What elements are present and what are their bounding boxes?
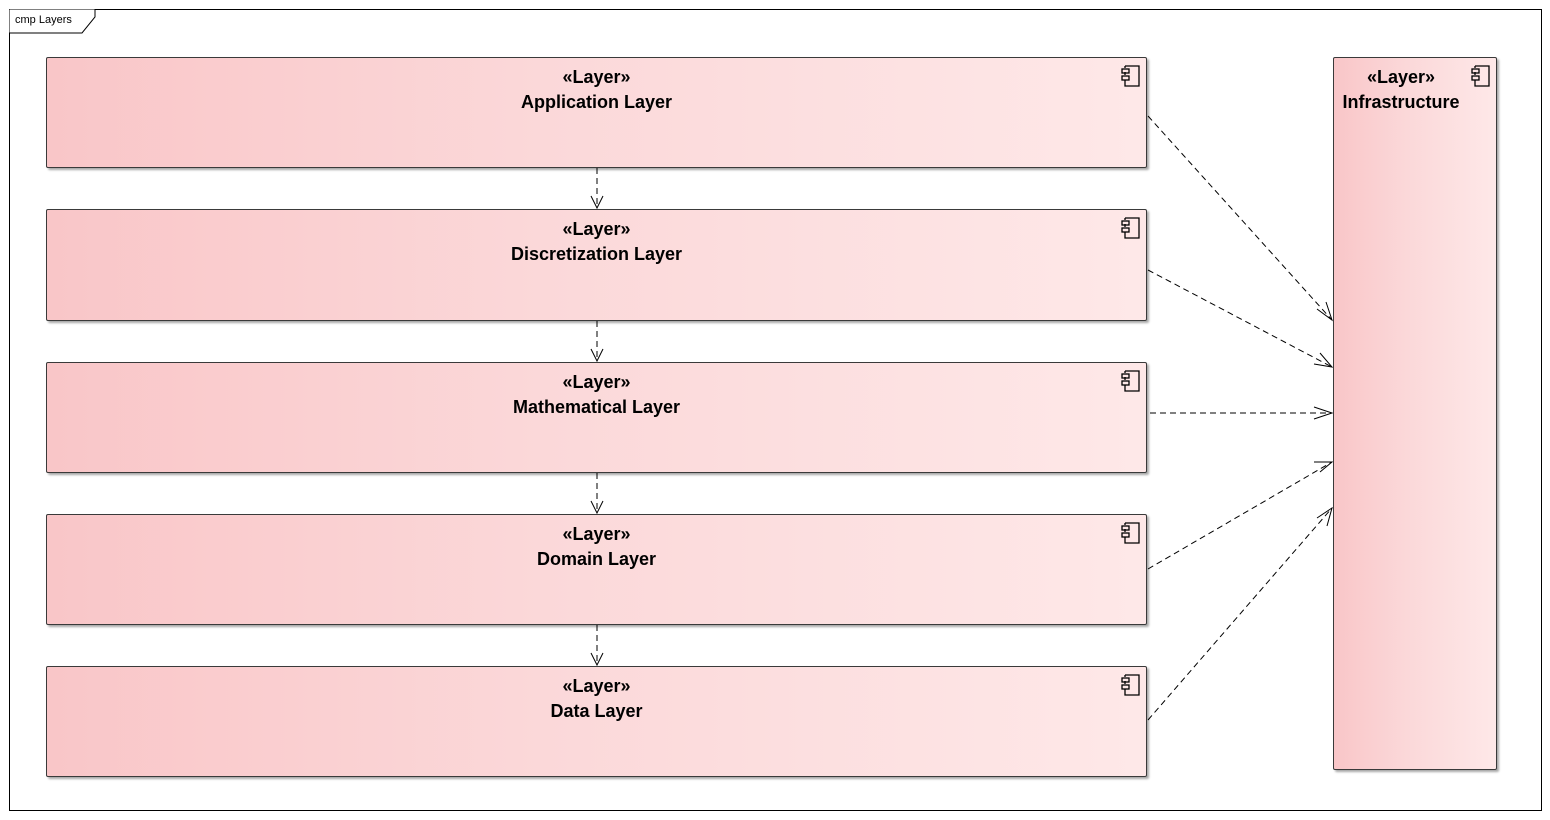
component-name: Infrastructure: [1342, 92, 1460, 112]
component-stereotype: «Layer»: [562, 524, 631, 544]
arrowhead: [1316, 506, 1333, 527]
component-stereotype: «Layer»: [1366, 67, 1436, 87]
arrowhead: [1313, 352, 1334, 368]
component-icon: [1121, 674, 1140, 696]
dependency-domain-infrastructure: [1147, 461, 1333, 570]
frame-label: cmp Layers: [15, 14, 72, 26]
arrowhead: [1314, 461, 1334, 473]
frame-tab: [9, 9, 96, 34]
component-stereotype: «Layer»: [562, 67, 631, 87]
arrowhead: [1313, 406, 1334, 420]
arrowhead: [590, 500, 604, 515]
arrowhead: [1316, 301, 1333, 322]
component-name: Discretization Layer: [510, 244, 683, 264]
component-data-layer[interactable]: «Layer» Data Layer: [46, 666, 1147, 777]
component-application-layer[interactable]: «Layer» Application Layer: [46, 57, 1147, 168]
component-stereotype: «Layer»: [562, 372, 631, 392]
component-icon: [1121, 522, 1140, 544]
arrowhead: [590, 652, 604, 667]
component-icon: [1121, 65, 1140, 87]
component-stereotype: «Layer»: [562, 219, 631, 239]
component-name: Data Layer: [550, 701, 643, 721]
component-stereotype: «Layer»: [562, 676, 631, 696]
dependency-application-infrastructure: [1147, 115, 1333, 321]
component-domain-layer[interactable]: «Layer» Domain Layer: [46, 514, 1147, 625]
component-discretization-layer[interactable]: «Layer» Discretization Layer: [46, 209, 1147, 321]
component-name: Domain Layer: [536, 549, 657, 569]
component-name: Mathematical Layer: [512, 397, 681, 417]
component-name: Application Layer: [520, 92, 673, 112]
dependency-data-infrastructure: [1147, 507, 1333, 721]
component-icon: [1121, 217, 1140, 239]
component-icon: [1471, 65, 1490, 87]
component-mathematical-layer[interactable]: «Layer» Mathematical Layer: [46, 362, 1147, 473]
arrowhead: [590, 348, 604, 363]
dependency-discretization-infrastructure: [1147, 269, 1333, 368]
component-infrastructure[interactable]: «Layer» Infrastructure: [1333, 57, 1497, 770]
component-icon: [1121, 370, 1140, 392]
arrowhead: [590, 195, 604, 210]
